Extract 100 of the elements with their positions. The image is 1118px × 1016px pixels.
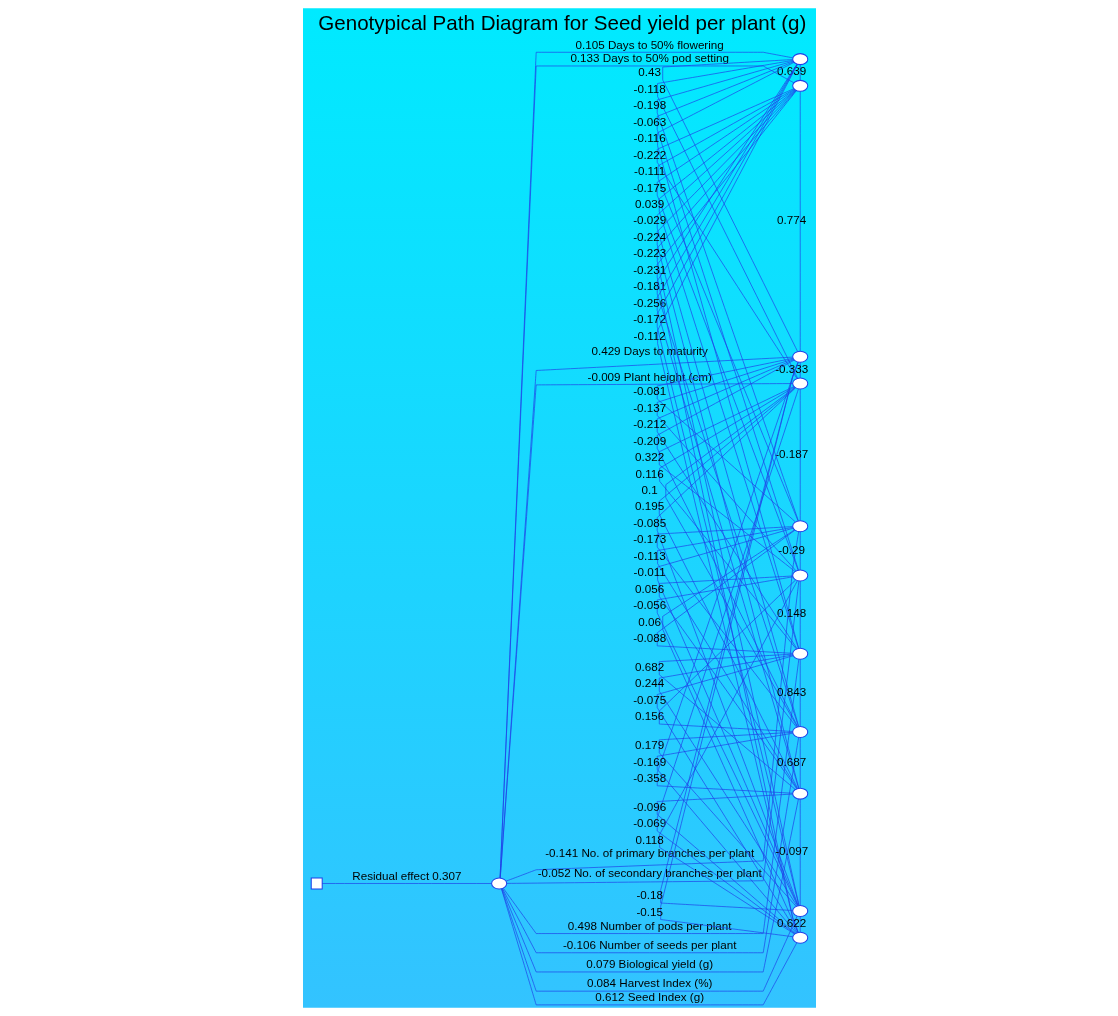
connector: [799, 916, 801, 933]
edge-label: 0.056: [634, 581, 664, 595]
connector: [799, 798, 801, 906]
node-circle: [791, 520, 808, 533]
connector: [656, 357, 795, 522]
connector: [658, 732, 796, 907]
connector: [656, 793, 795, 934]
edge-label: -0.069: [632, 816, 666, 830]
node-circle: [791, 931, 808, 944]
edge-label: -0.223: [632, 246, 666, 260]
edge-label: -0.169: [632, 754, 666, 768]
connector: [799, 658, 801, 727]
edge-label: 0.084 Harvest Index (%): [586, 976, 712, 990]
edge-label: 0.179: [634, 738, 664, 752]
edge-label: 0.039: [634, 197, 664, 211]
edge-label: -0.088: [632, 631, 666, 645]
connector: [658, 575, 797, 790]
connector: [502, 659, 799, 934]
edge-label: 0.079 Biological yield (g): [585, 957, 713, 971]
edge-label: -0.231: [632, 262, 666, 276]
edge-label: -0.075: [632, 692, 666, 706]
edge-label: 0.622: [776, 916, 806, 930]
edge-label: -0.172: [632, 312, 666, 326]
node-circle: [490, 877, 507, 890]
connector: [799, 91, 801, 352]
edge-label: -0.056: [632, 598, 666, 612]
edge-label: -0.137: [632, 400, 666, 414]
connector: [799, 737, 801, 789]
node-circle: [791, 787, 808, 800]
edge-label: -0.187: [774, 446, 808, 460]
edge-label: 0.682: [634, 659, 664, 673]
node-circle: [791, 377, 808, 390]
edge-label: 0.133 Days to 50% pod setting: [569, 51, 729, 65]
connector: [656, 529, 795, 654]
edge-label: -0.116: [633, 131, 666, 145]
edge-label: 0.843: [776, 684, 806, 698]
diagram-title: Genotypical Path Diagram for Seed yield per plant (g): [317, 11, 806, 35]
connector: [799, 388, 801, 521]
edge-label: 0.322: [634, 450, 664, 464]
edge-label: 0.43: [637, 65, 661, 79]
edge-label: -0.358: [632, 771, 666, 785]
edge-label: 0.244: [634, 676, 664, 690]
edge-label: 0.118: [635, 832, 664, 846]
edge-label: -0.15: [635, 904, 663, 918]
edge-label: 0.774: [776, 213, 806, 227]
node-circle: [791, 569, 808, 582]
connector: [656, 527, 797, 789]
connector: [656, 526, 797, 728]
edge-label: -0.18: [635, 888, 663, 902]
edge-label: 0.195: [634, 499, 664, 513]
connector: [321, 883, 492, 884]
connector: [501, 798, 799, 973]
edge-label: -0.222: [632, 147, 666, 161]
edge-label: -0.175: [632, 180, 666, 194]
edge-label: 0.687: [776, 754, 806, 768]
edge-label: 0.498 Number of pods per plant: [567, 918, 732, 932]
edge-label: 0.105 Days to 50% flowering: [575, 37, 724, 51]
edge-label: -0.212: [632, 417, 666, 431]
edge-label: -0.112: [633, 328, 666, 342]
edge-label: -0.106 Number of seeds per plant: [562, 938, 736, 952]
edge-label: -0.141 No. of primary branches per plant: [544, 846, 754, 860]
connector: [501, 737, 799, 954]
edge-label: -0.333: [774, 361, 808, 375]
node-circle: [791, 79, 808, 92]
connector: [656, 732, 797, 934]
edge-label: 0.156: [634, 709, 664, 723]
edge-label: 0.148: [776, 606, 806, 620]
edge-label: -0.009 Plant height (cm): [587, 369, 712, 383]
connector: [799, 531, 801, 571]
edge-label: -0.081: [632, 384, 666, 398]
connector: [658, 653, 796, 790]
edge-label: -0.111: [633, 164, 665, 178]
edge-label: Residual effect 0.307: [351, 868, 461, 882]
node-circle: [791, 53, 808, 66]
edge-label: -0.173: [632, 532, 666, 546]
edge-label: -0.096: [632, 799, 666, 813]
edge-label: -0.085: [632, 515, 666, 529]
edge-label: -0.256: [632, 295, 666, 309]
edge-label: 0.116: [635, 466, 664, 480]
edge-label: -0.209: [632, 433, 666, 447]
edge-label: -0.063: [632, 114, 666, 128]
node-circle: [791, 725, 808, 738]
edge-label: -0.113: [633, 548, 666, 562]
connector: [799, 580, 801, 649]
edge-label: 0.612 Seed Index (g): [594, 990, 704, 1004]
edge-label: -0.198: [632, 98, 666, 112]
edge-label: -0.029: [632, 213, 666, 227]
edge-label: 0.429 Days to maturity: [590, 344, 708, 358]
node-box: [310, 877, 323, 890]
edge-label: -0.097: [774, 844, 808, 858]
edge-label: 0.639: [776, 64, 806, 78]
connector: [658, 579, 796, 732]
edge-label: -0.181: [632, 279, 666, 293]
node-circle: [791, 350, 808, 363]
edge-label: -0.118: [633, 81, 666, 95]
edge-label: 0.06: [637, 614, 661, 628]
edge-label: -0.052 No. of secondary branches per plant: [537, 866, 762, 880]
edge-label: 0.1: [641, 483, 658, 497]
edge-label: -0.224: [632, 229, 666, 243]
edge-label: -0.011: [633, 565, 666, 579]
